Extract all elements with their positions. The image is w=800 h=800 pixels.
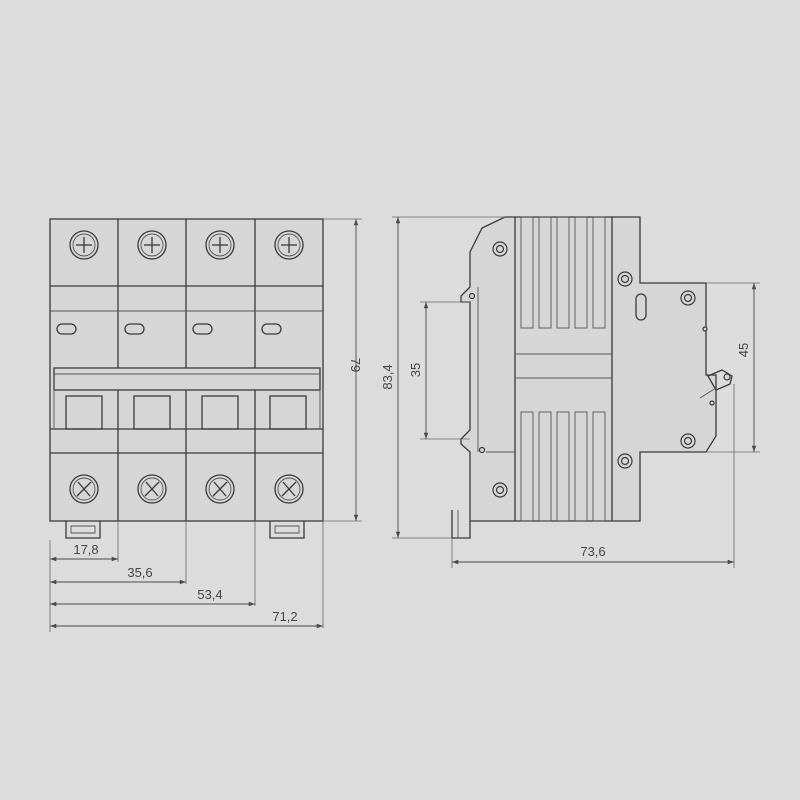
screw-icon — [137, 230, 167, 260]
dim-rail-width: 35 — [408, 363, 423, 377]
dim-depth: 73,6 — [580, 544, 605, 559]
screw-icon — [205, 474, 235, 504]
indicator-slots — [56, 323, 282, 335]
bottom-terminal-screws — [69, 474, 304, 504]
dim-three-pole-width: 53,4 — [197, 587, 222, 602]
side-depth-dimension: 73,6 — [451, 384, 735, 568]
dim-two-pole-width: 35,6 — [127, 565, 152, 580]
front-view: 17,8 35,6 53,4 71,2 79 — [49, 218, 363, 632]
handle-bar — [53, 367, 321, 391]
side-rail-dimension: 35 — [408, 301, 470, 440]
screw-icon — [274, 474, 304, 504]
side-ribs-bottom — [520, 411, 606, 522]
top-terminal-screws — [69, 230, 304, 260]
handle-windows — [53, 390, 321, 430]
dim-front-height: 79 — [348, 358, 363, 372]
din-clip-right — [269, 521, 305, 539]
front-width-dimensions: 17,8 35,6 53,4 71,2 — [49, 521, 324, 632]
screw-icon — [274, 230, 304, 260]
side-window-dimension: 45 — [706, 282, 760, 453]
side-ribs-top — [520, 216, 606, 329]
side-inner-panel — [477, 217, 613, 521]
dim-four-pole-width: 71,2 — [272, 609, 297, 624]
front-height-dimension: 79 — [323, 218, 363, 522]
dim-overall-height: 83,4 — [380, 364, 395, 389]
side-height-dimension: 83,4 — [380, 216, 505, 539]
screw-icon — [69, 474, 99, 504]
dim-window-height: 45 — [736, 343, 751, 357]
dim-pole-width: 17,8 — [73, 542, 98, 557]
side-din-clip — [451, 510, 471, 539]
screw-icon — [69, 230, 99, 260]
side-rivets — [468, 241, 715, 498]
side-view: 35 83,4 45 73,6 — [380, 216, 760, 568]
screw-icon — [137, 474, 167, 504]
side-slot-latch — [635, 293, 733, 399]
side-profile — [460, 216, 717, 522]
screw-icon — [205, 230, 235, 260]
din-clip-left — [65, 521, 101, 539]
